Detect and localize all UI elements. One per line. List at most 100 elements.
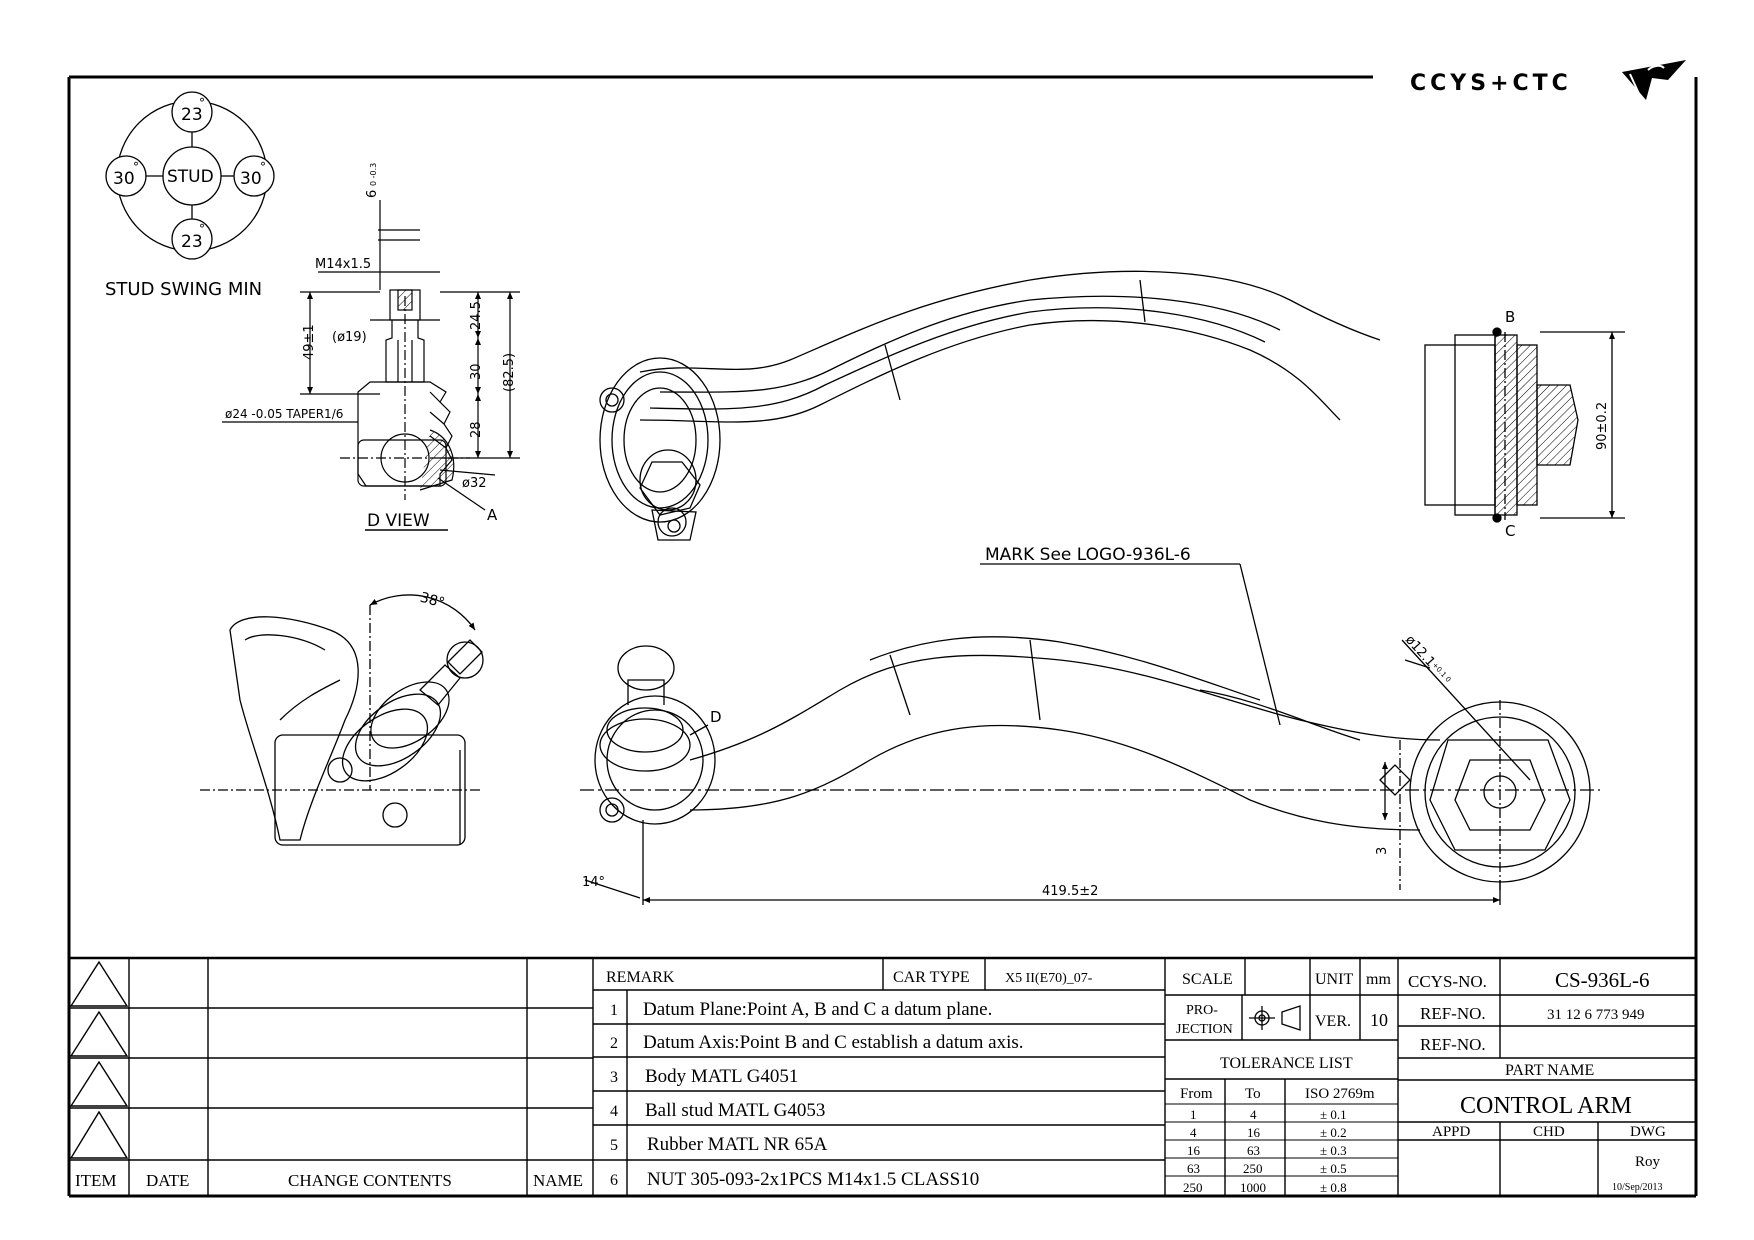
remark-text: Body MATL G4051: [645, 1066, 798, 1087]
remark-no: 1: [610, 1002, 618, 1019]
brand-logo: CCYS+CTC: [1410, 60, 1686, 100]
remarks-text: REMARK CAR TYPE X5 II(E70)_07- 1 Datum P…: [606, 969, 1093, 1190]
car-type-label: CAR TYPE: [893, 969, 970, 986]
stud-swing-diagram: [105, 91, 275, 260]
point-b-label: B: [1505, 308, 1515, 326]
tol-header-to: To: [1245, 1086, 1261, 1102]
unit-label: UNIT: [1315, 971, 1353, 988]
taper-spec: ø24 -0.05 TAPER1/6: [225, 407, 343, 421]
tol-cell: 63: [1187, 1161, 1200, 1176]
swing-bottom-value: 23: [181, 232, 203, 252]
point-c-label: C: [1505, 522, 1515, 540]
tol-cell: ± 0.2: [1320, 1125, 1347, 1140]
tol-header-iso: ISO 2769m: [1305, 1086, 1375, 1102]
tol-cell: 250: [1243, 1161, 1263, 1176]
degree-mark: °: [199, 222, 205, 236]
tol-cell: 4: [1250, 1107, 1257, 1122]
detail-d-label: D: [710, 708, 722, 726]
tol-cell: 4: [1190, 1125, 1197, 1140]
top-tol: 0 -0.3: [369, 163, 378, 186]
d-view-labels: M14x1.5 6 0 -0.3 49±1 (ø19) 24.5 30 28 (…: [225, 163, 517, 531]
ref-no2-label: REF-NO.: [1420, 1035, 1486, 1054]
swing-center-label: STUD: [167, 167, 214, 187]
point-a-label: A: [487, 506, 498, 524]
offset-dim: 3: [1375, 847, 1390, 855]
tol-cell: 16: [1187, 1143, 1201, 1158]
tol-cell: 1: [1190, 1107, 1197, 1122]
h2-dim: 30: [469, 363, 484, 380]
degree-mark: °: [199, 96, 205, 110]
tol-cell: 63: [1247, 1143, 1260, 1158]
ver-label: VER.: [1315, 1013, 1351, 1030]
remark-text: NUT 305-093-2x1PCS M14x1.5 CLASS10: [647, 1169, 979, 1190]
h-overall-dim: (82.5): [502, 353, 517, 392]
appd-label: APPD: [1432, 1124, 1471, 1140]
degree-mark: °: [133, 160, 139, 174]
remark-no: 3: [610, 1069, 618, 1086]
remark-text: Ball stud MATL G4053: [645, 1100, 825, 1121]
projection-label: PRO-: [1186, 1003, 1218, 1018]
iso-angle-label: 38°: [418, 590, 446, 612]
top-view-arm: [599, 270, 1625, 541]
drawn-by: Roy: [1635, 1154, 1661, 1170]
dia32-dim: ø32: [462, 476, 487, 491]
tol-cell: ± 0.5: [1320, 1161, 1347, 1176]
d-view-title: D VIEW: [367, 511, 430, 531]
ccys-no-value: CS-936L-6: [1555, 968, 1650, 992]
tol-cell: 250: [1183, 1180, 1203, 1195]
dia19-dim: (ø19): [332, 330, 367, 345]
d-view-section: [222, 200, 520, 531]
ctc-emblem-icon: [1622, 60, 1686, 100]
h-total-dim: 49±1: [302, 324, 317, 360]
remark-text: Datum Plane:Point A, B and C a datum pla…: [643, 999, 992, 1020]
drawing-date: 10/Sep/2013: [1612, 1182, 1663, 1193]
title-text: CCYS-NO. CS-936L-6 REF-NO. 31 12 6 773 9…: [1408, 968, 1666, 1193]
iso-view: [200, 594, 484, 846]
h1-dim: 24.5: [469, 301, 484, 330]
degree-mark: °: [260, 160, 266, 174]
length-dim: 419.5±2: [1042, 884, 1098, 899]
top-dim: 6: [365, 190, 380, 198]
revision-headers: ITEM DATE CHANGE CONTENTS NAME: [75, 1171, 583, 1190]
drawing-frame: [67, 75, 1698, 1198]
projection-label: JECTION: [1176, 1022, 1233, 1037]
header-date: DATE: [146, 1171, 189, 1190]
ref-no-value: 31 12 6 773 949: [1547, 1007, 1645, 1023]
top-view-labels: B C 90±0.2: [1505, 308, 1610, 540]
tol-cell: 1000: [1240, 1180, 1266, 1195]
remark-no: 4: [610, 1103, 618, 1120]
spec-text: SCALE UNIT mm PRO- JECTION VER. 10 TOLER…: [1176, 971, 1391, 1195]
projection-symbol-icon: [1249, 1005, 1301, 1031]
part-name-value: CONTROL ARM: [1460, 1093, 1632, 1119]
header-name: NAME: [533, 1171, 583, 1190]
swing-top-value: 23: [181, 105, 203, 125]
unit-value: mm: [1366, 971, 1391, 988]
tol-cell: ± 0.3: [1320, 1143, 1347, 1158]
revision-block: [69, 958, 594, 1196]
dwg-label: DWG: [1630, 1124, 1666, 1140]
remark-no: 2: [610, 1035, 618, 1052]
remark-text: Datum Axis:Point B and C establish a dat…: [643, 1032, 1024, 1053]
remark-no: 6: [610, 1172, 618, 1189]
remark-text: Rubber MATL NR 65A: [647, 1134, 828, 1155]
title-block: [1398, 958, 1696, 1196]
front-view-arm: [580, 563, 1600, 905]
tol-cell: 16: [1247, 1125, 1261, 1140]
stud-swing-title: STUD SWING MIN: [105, 279, 262, 300]
remark-label: REMARK: [606, 969, 675, 986]
ccys-no-label: CCYS-NO.: [1408, 972, 1487, 991]
remarks-block: [593, 958, 1166, 1196]
swing-right-value: 30: [240, 169, 262, 189]
header-item: ITEM: [75, 1171, 117, 1190]
chd-label: CHD: [1533, 1124, 1565, 1140]
car-type-value: X5 II(E70)_07-: [1005, 971, 1093, 986]
bore-tol: +0.1 0: [1431, 661, 1453, 684]
tol-cell: ± 0.1: [1320, 1107, 1347, 1122]
tol-cell: ± 0.8: [1320, 1180, 1347, 1195]
remark-no: 5: [610, 1137, 618, 1154]
spec-block: [1165, 958, 1399, 1196]
ver-value: 10: [1370, 1010, 1388, 1030]
angle-dim: 14°: [582, 875, 605, 890]
width-dim: 90±0.2: [1595, 402, 1610, 450]
